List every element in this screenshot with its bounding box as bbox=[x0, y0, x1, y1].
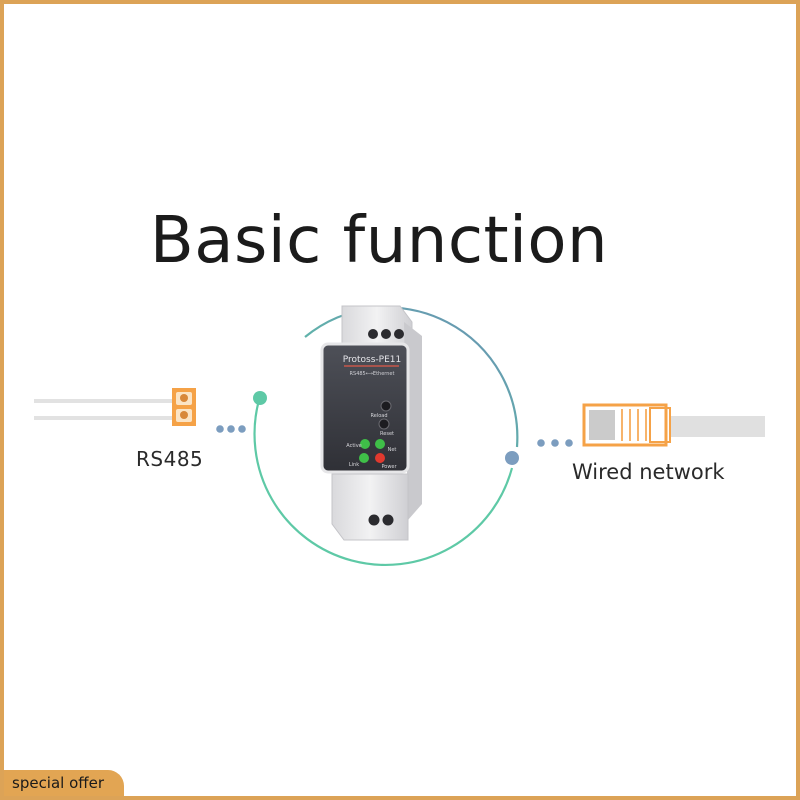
rs485-label: RS485 bbox=[136, 447, 204, 471]
led-power bbox=[375, 453, 385, 463]
din-rail-device-icon: Protoss-PE11 RS485⟷Ethernet Reload Reset… bbox=[320, 305, 422, 541]
rs485-terminal-icon bbox=[34, 388, 196, 426]
ethernet-plug-icon bbox=[582, 403, 765, 447]
page-title: Basic function bbox=[149, 204, 609, 278]
led-net bbox=[375, 439, 385, 449]
led-active bbox=[360, 439, 370, 449]
device-subtitle: RS485⟷Ethernet bbox=[350, 371, 395, 377]
link-label: Link bbox=[349, 462, 359, 468]
wired-network-label: Wired network bbox=[572, 460, 725, 484]
reload-label: Reload bbox=[370, 413, 387, 419]
special-offer-badge[interactable]: special offer bbox=[4, 770, 124, 796]
left-dotted-link bbox=[216, 425, 246, 433]
ring-node-left bbox=[253, 391, 267, 405]
device-model: Protoss-PE11 bbox=[343, 355, 402, 365]
diagram-scene: Protoss-PE11 RS485⟷Ethernet Reload Reset… bbox=[34, 305, 765, 567]
right-dotted-link bbox=[537, 439, 573, 447]
net-label: Net bbox=[388, 447, 397, 453]
reset-label: Reset bbox=[380, 431, 394, 437]
led-link bbox=[359, 453, 369, 463]
ring-node-right bbox=[505, 451, 519, 465]
active-label: Active bbox=[346, 443, 361, 449]
power-label: Power bbox=[381, 464, 397, 470]
